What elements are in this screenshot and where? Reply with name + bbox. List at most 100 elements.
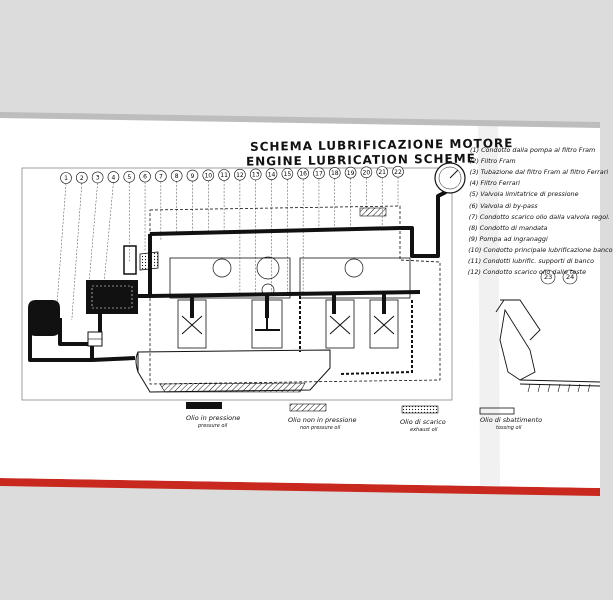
callout-number-2: 2 bbox=[80, 175, 84, 182]
callout-circle-7 bbox=[155, 170, 167, 182]
callout-circle-12 bbox=[234, 168, 246, 181]
page-edge bbox=[0, 112, 600, 128]
callout-number-19: 19 bbox=[347, 170, 355, 177]
key-tossing-label: Olio di sbattimento bbox=[480, 416, 543, 424]
legend-item: (6) Valvola di by-pass bbox=[469, 201, 538, 210]
key-swatch-nonpressure bbox=[289, 403, 327, 412]
callout-number-18: 18 bbox=[331, 170, 339, 177]
legend-item: (5) Valvola limitatrice di pressione bbox=[469, 190, 579, 199]
callout-number-16: 16 bbox=[299, 171, 307, 178]
callout-number-12: 12 bbox=[236, 172, 244, 179]
right-page-diagram bbox=[495, 269, 601, 393]
callout-number-8: 8 bbox=[175, 173, 179, 180]
pressure-relief-valve bbox=[123, 245, 137, 275]
callout-circle-10 bbox=[202, 169, 215, 182]
drain-oil-lines bbox=[299, 296, 413, 375]
book-spine bbox=[478, 124, 500, 486]
bearing-crosses bbox=[181, 315, 395, 335]
legend-item: (4) Filtro Ferrari bbox=[469, 179, 520, 188]
legend-item: (2) Filtro Fram bbox=[469, 157, 516, 166]
sump-oil bbox=[159, 382, 306, 393]
engine-block-outline bbox=[149, 205, 441, 385]
legend-item: (11) Condotti lubrific. supporti di banc… bbox=[468, 257, 594, 265]
callout-circle-22 bbox=[392, 165, 404, 178]
callout-circle-1 bbox=[60, 172, 72, 184]
callout-number-4: 4 bbox=[112, 174, 116, 181]
fram-filter bbox=[86, 280, 138, 314]
callout-24-circle bbox=[562, 269, 578, 285]
legend-item: (7) Condotto scarico olio dalla valvola … bbox=[468, 212, 610, 221]
callout-23: 23 bbox=[544, 273, 553, 281]
manual-photo: SCHEMA LUBRIFICAZIONE MOTORE ENGINE LUBR… bbox=[0, 112, 613, 496]
callout-circle-11 bbox=[218, 169, 230, 181]
callout-circle-4 bbox=[107, 171, 120, 183]
key-pressure-label: Olio in pressione bbox=[186, 414, 241, 422]
callout-circle-17 bbox=[313, 167, 325, 179]
callout-number-14: 14 bbox=[268, 171, 276, 178]
legend-item: (9) Pompa ad ingranaggi bbox=[468, 234, 548, 243]
cylinder-head-left bbox=[169, 257, 291, 299]
cover-edge bbox=[0, 478, 600, 496]
cylinder-head-right bbox=[299, 257, 411, 299]
callout-number-22: 22 bbox=[394, 169, 402, 176]
callout-circle-21 bbox=[376, 166, 388, 178]
callout-number-1: 1 bbox=[64, 175, 68, 182]
callout-number-5: 5 bbox=[127, 174, 131, 181]
key-swatch-exhaust bbox=[401, 405, 439, 414]
callout-number-13: 13 bbox=[252, 172, 260, 179]
oil-pressure-gauge bbox=[434, 162, 466, 194]
callout-number-3: 3 bbox=[96, 175, 100, 182]
right-page-fins bbox=[527, 383, 591, 393]
callout-circle-13 bbox=[249, 168, 262, 181]
callout-circle-20 bbox=[360, 166, 373, 179]
callout-number-6: 6 bbox=[143, 174, 147, 181]
callout-number-15: 15 bbox=[284, 171, 292, 178]
diagram-frame bbox=[21, 167, 453, 401]
callout-24: 24 bbox=[566, 273, 575, 281]
key-nonpressure-sub: non pressure oil bbox=[300, 425, 341, 431]
line-type-keys bbox=[186, 402, 515, 415]
callout-circle-6 bbox=[139, 170, 151, 183]
legend-item: (1) Condotto dalla pompa al filtro Fram bbox=[470, 146, 596, 154]
callout-leaders bbox=[55, 177, 399, 321]
callout-circle-18 bbox=[328, 167, 341, 179]
legend-item: (12) Condotto scarico olio dalle teste bbox=[467, 268, 586, 277]
callout-circle-9 bbox=[186, 169, 199, 182]
callout-circle-15 bbox=[281, 168, 294, 180]
legend-item: (3) Tubazione dal filtro Fram al filtro … bbox=[469, 168, 609, 177]
bypass-valve bbox=[139, 251, 159, 271]
callout-number-20: 20 bbox=[363, 170, 371, 177]
key-tossing-sub: tossing oil bbox=[496, 425, 522, 431]
fram-filter-element bbox=[91, 285, 133, 309]
main-bearing-supports bbox=[177, 299, 399, 349]
callout-leader-2 bbox=[71, 183, 83, 321]
gear-pump bbox=[87, 331, 103, 347]
callout-circle-5 bbox=[123, 171, 136, 183]
key-swatch-pressure bbox=[186, 402, 222, 409]
distribution-block bbox=[359, 207, 387, 217]
right-page-sump-drawing bbox=[495, 299, 601, 387]
key-exhaust-sub: exhaust oil bbox=[410, 427, 438, 433]
callout-circle-19 bbox=[344, 166, 357, 179]
callout-leader-4 bbox=[103, 182, 114, 291]
callout-circle-14 bbox=[265, 168, 278, 180]
callout-leader-1 bbox=[55, 183, 67, 319]
sump-curve bbox=[135, 351, 139, 373]
legend-item: (8) Condotto di mandata bbox=[468, 223, 548, 232]
callout-circle-2 bbox=[76, 171, 88, 184]
key-exhaust-label: Olio di scarico bbox=[400, 418, 446, 426]
callout-circle-3 bbox=[91, 171, 104, 184]
key-nonpressure-label: Olio non in pressione bbox=[288, 416, 357, 424]
cam-gears bbox=[212, 256, 364, 297]
callout-number-11: 11 bbox=[220, 172, 228, 179]
key-pressure-sub: pressure oil bbox=[198, 423, 228, 429]
callout-circle-16 bbox=[297, 167, 309, 180]
key-swatch-tossing bbox=[479, 407, 515, 415]
legend-item: (10) Condotto principale lubrificazione … bbox=[468, 245, 613, 254]
callout-circle-8 bbox=[170, 170, 183, 182]
callout-number-7: 7 bbox=[159, 173, 163, 180]
callout-number-21: 21 bbox=[378, 169, 386, 176]
callout-number-10: 10 bbox=[204, 173, 212, 180]
callout-number-17: 17 bbox=[315, 170, 323, 177]
